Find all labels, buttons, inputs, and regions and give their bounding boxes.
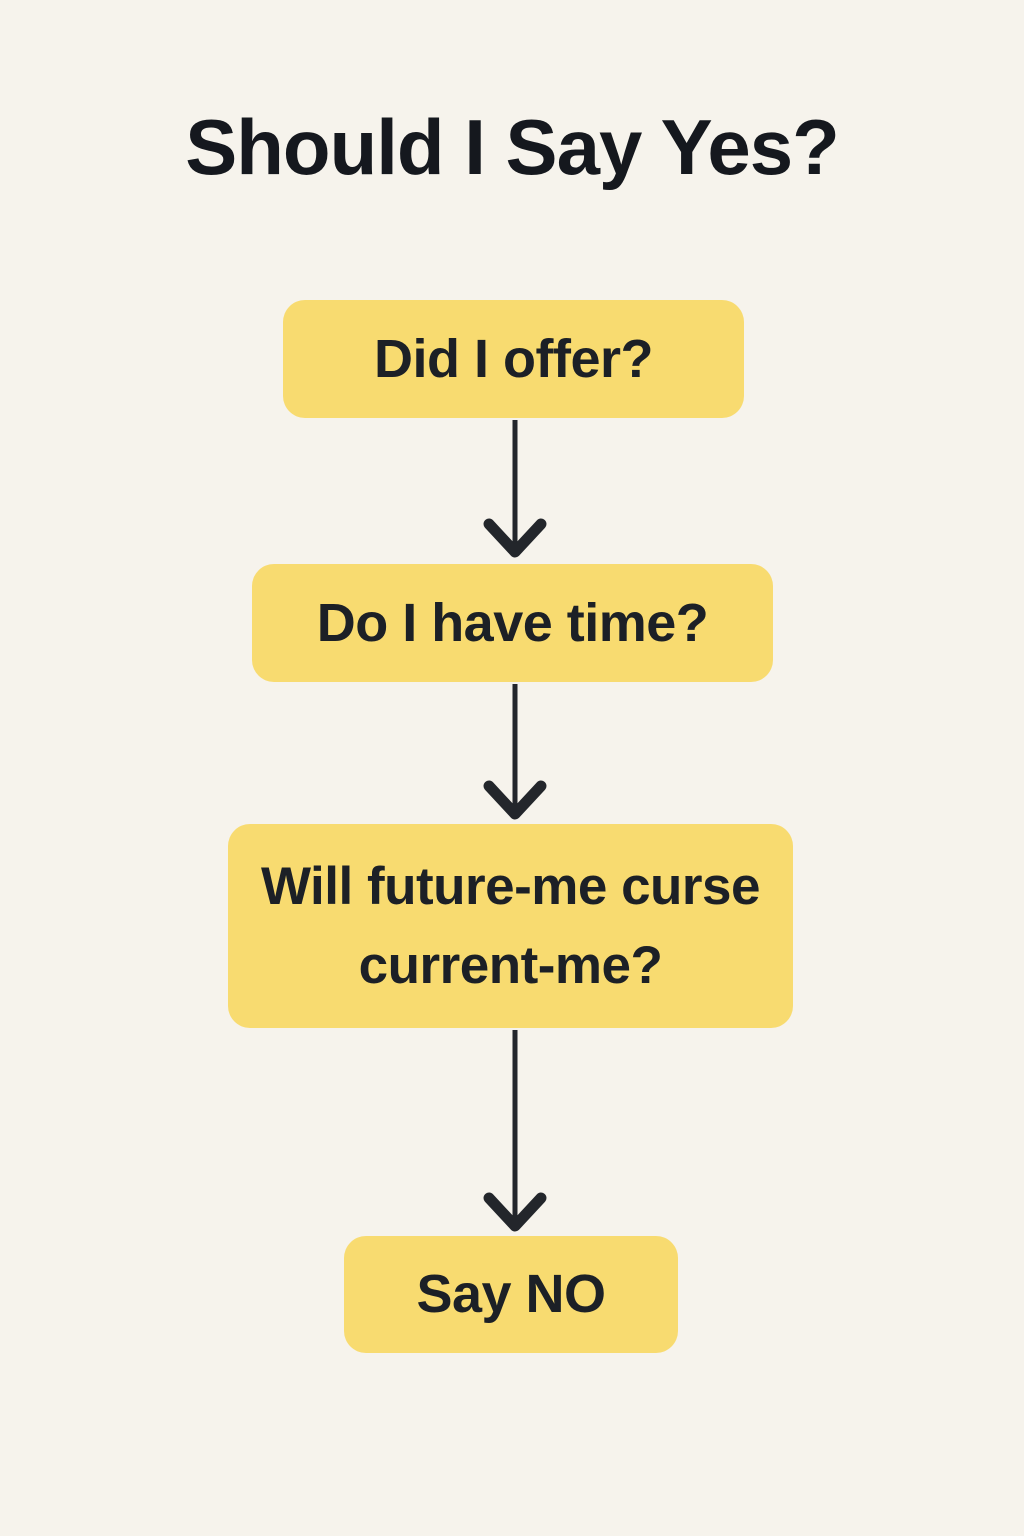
flow-node-label: Did I offer? [374,328,653,389]
flow-node-label: Say NO [416,1264,606,1324]
flow-node-future-me-curse: Will future-me curse current-me? [228,824,793,1028]
down-arrow-icon [483,1030,547,1232]
flow-node-say-no: Say NO [344,1236,678,1353]
flow-node-did-i-offer: Did I offer? [283,300,744,418]
down-arrow-icon [483,684,547,820]
page-title: Should I Say Yes? [185,103,839,191]
flow-node-label: Do I have time? [316,592,709,653]
flow-node-label: Will future-me curse current-me? [260,856,761,996]
flow-node-do-i-have-time: Do I have time? [252,564,773,682]
down-arrow-icon [483,420,547,558]
